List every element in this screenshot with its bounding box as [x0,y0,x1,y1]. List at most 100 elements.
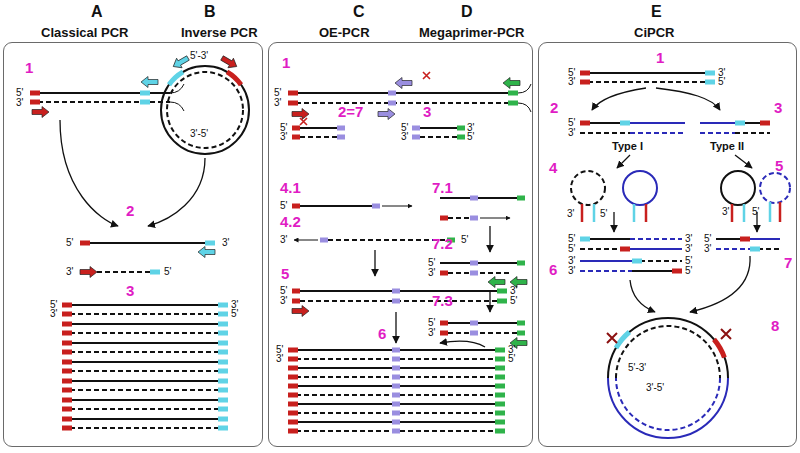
chimeric-strands [580,237,780,313]
illustration-part [672,269,682,274]
strand-end-label: 3' [428,327,435,339]
type-label: Type II [710,140,744,153]
illustration-part [608,378,728,438]
panel-letter: D [461,3,473,21]
illustration-part [374,250,375,276]
illustration-part [470,321,478,326]
illustration-part [743,204,746,222]
illustration-part [645,204,648,222]
strand-end-label: 5' [600,208,607,220]
callout-number: 2 [550,100,558,116]
illustration-part [779,202,782,222]
megaprimer-steps [440,196,527,349]
strand-end-label: 3' [567,208,574,220]
illustration-part [740,237,750,242]
illustration-part [470,331,478,336]
strand-end-label: 3' [16,97,23,109]
strand-end-label: 5' [467,131,474,143]
strand-end-label: 5' [752,206,759,218]
strand-end-label: 3' [401,131,408,143]
primer-annealing [80,241,215,278]
illustration-part [690,256,750,312]
illustration-part [470,271,478,276]
illustration-part [198,247,215,258]
flow-arrow [60,120,205,226]
illustration-part [62,398,228,412]
strand-end-label: 3' [276,353,283,365]
strand-end-label: 3' [568,127,575,139]
illustration-part [440,322,525,324]
illustration-part [517,261,525,266]
strand-end-label: 3' [722,206,729,218]
callout-number: 2 [126,203,134,219]
strand-end-label: 5' [164,266,171,278]
illustration-part [580,270,632,272]
strand-end-label: 3' [704,243,711,255]
illustration-part [440,197,525,199]
strand-end-label: 3' [280,131,287,143]
illustration-part [593,204,596,222]
illustration-part [632,259,642,264]
illustration-part [300,72,430,125]
callout-number: 6 [549,262,557,278]
hairpin-loops [571,171,790,232]
illustration-part [616,332,629,348]
strand-end-label: 3' [222,237,229,249]
illustration-part [580,121,590,126]
illustration-part [581,204,584,222]
callout-number: 5 [775,158,783,174]
illustration-part [440,341,485,347]
illustration-part [288,366,505,380]
illustration-part [760,173,790,203]
illustration-part [440,321,448,326]
illustration-part [140,91,150,96]
illustration-part [30,100,40,105]
illustration-part [62,341,228,355]
strand-end-label: 5' [568,243,575,255]
callout-number: 3 [774,100,782,116]
illustration-part [395,312,396,343]
illustration-part [288,402,505,416]
illustration-part [735,155,752,168]
panel-heading: Inverse PCR [181,24,258,42]
oe-template [288,72,531,125]
illustration-part [470,196,478,201]
illustration-part [592,88,646,110]
illustration-part [735,132,770,134]
panel-heading: CiPCR [634,24,674,42]
illustration-part [140,100,150,105]
illustration-part [508,91,518,96]
amplicon-stack [62,303,228,431]
illustration-part [508,101,518,106]
illustration-part [517,331,525,336]
panel-letter: A [91,3,103,21]
illustration-part [382,206,412,207]
illustration-part [169,72,183,85]
illustration-part [80,242,215,244]
illustration-part [62,303,228,317]
inverse-pcr-circle [161,53,249,154]
illustration-part [617,155,630,168]
callout-number: 1 [656,50,664,66]
callout-number: 2=7 [338,104,363,120]
illustration-part [148,158,205,226]
illustration-part [337,135,345,140]
illustration-part [412,135,420,140]
panel-heading: OE-PCR [319,24,370,42]
callout-number: 3 [423,104,431,120]
illustration-part [288,102,518,104]
illustration-part [470,261,478,266]
cipcr-template [580,71,720,111]
illustration-part [292,135,300,140]
strand-end-label: 3' [280,295,287,307]
illustration-part [620,121,630,126]
type-label: Type I [612,140,643,153]
illustration-part [571,171,605,205]
illustration-part [288,92,518,94]
illustration-part [292,306,309,317]
strand-end-label: 5'-3' [628,362,646,374]
panel-heading: Classical PCR [41,24,128,42]
callout-number: 1 [282,55,290,71]
strand-end-label: 5' [685,265,692,277]
illustration-part [288,420,505,434]
